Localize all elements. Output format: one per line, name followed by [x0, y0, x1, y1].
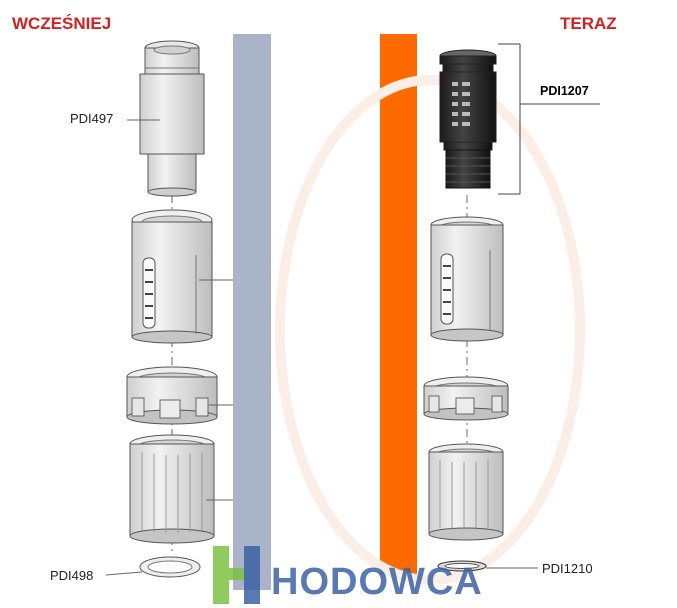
part-pdi1210 — [437, 560, 487, 572]
background-ring — [275, 75, 585, 585]
part-pdi498 — [139, 556, 201, 578]
heading-before: WCZEŚNIEJ — [12, 14, 112, 33]
right-sleeve — [428, 443, 504, 541]
right-strainer-body — [430, 216, 504, 342]
watermark-logo — [213, 546, 260, 604]
label-pdi1207: PDI1207 — [540, 84, 589, 98]
heading-now: TERAZ — [560, 14, 617, 33]
label-pdi1210: PDI1210 — [542, 561, 593, 576]
label-pdi497: PDI497 — [70, 111, 114, 126]
left-strainer-body — [131, 209, 213, 344]
pdi1207-bracket — [498, 43, 521, 195]
part-pdi1207 — [439, 49, 497, 189]
left-comparison-bar — [233, 34, 271, 590]
right-union-nut — [423, 376, 509, 421]
left-sleeve — [129, 434, 215, 544]
label-pdi498: PDI498 — [50, 568, 94, 583]
left-union-nut — [126, 366, 218, 425]
right-comparison-bar — [380, 34, 417, 574]
part-pdi497 — [139, 40, 205, 197]
watermark-text: HODOWCA — [271, 561, 483, 603]
